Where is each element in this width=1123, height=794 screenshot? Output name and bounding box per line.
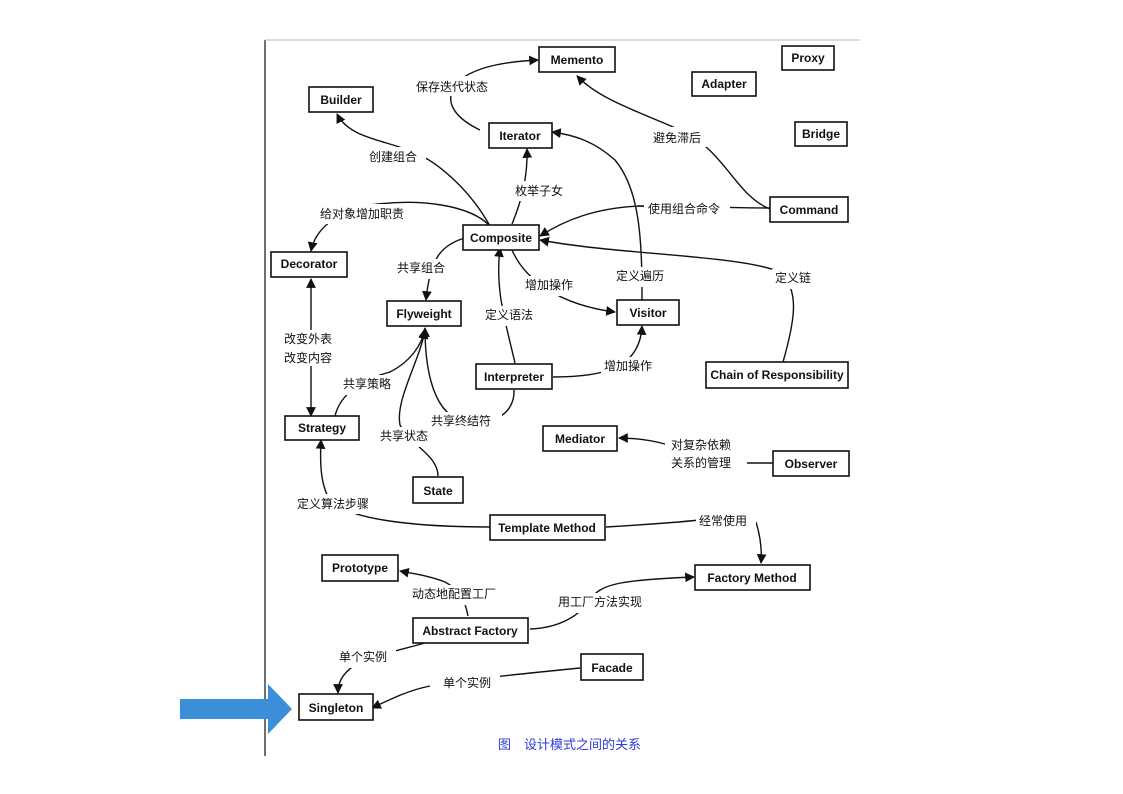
node-mediator: Mediator: [542, 425, 618, 452]
node-chain-of-responsibility: Chain of Responsibility: [705, 361, 849, 389]
node-abstract-factory: Abstract Factory: [412, 617, 529, 644]
label-change-skin-2: 改变内容: [284, 350, 332, 365]
node-command: Command: [769, 196, 849, 223]
node-strategy: Strategy: [284, 415, 360, 441]
svg-text:Factory Method: Factory Method: [707, 571, 796, 585]
label-compose-commands: 使用组合命令: [648, 201, 720, 216]
node-interpreter: Interpreter: [475, 363, 553, 390]
node-adapter: Adapter: [691, 71, 757, 97]
label-define-algorithm-steps: 定义算法步骤: [297, 496, 369, 511]
node-iterator: Iterator: [488, 122, 553, 149]
svg-text:Visitor: Visitor: [629, 306, 666, 320]
label-share-terminal: 共享终结符: [431, 413, 491, 428]
label-define-traversal: 定义遍历: [616, 268, 664, 283]
label-define-grammar: 定义语法: [485, 307, 533, 322]
svg-text:Adapter: Adapter: [701, 77, 747, 91]
label-change-skin-1: 改变外表: [284, 331, 332, 346]
edge-strategy-flyweight: [334, 328, 429, 417]
svg-text:Strategy: Strategy: [298, 421, 346, 435]
svg-text:Template Method: Template Method: [498, 521, 596, 535]
node-prototype: Prototype: [321, 554, 399, 582]
figure-caption: 图 设计模式之间的关系: [498, 737, 641, 753]
svg-text:Command: Command: [780, 203, 839, 217]
node-facade: Facade: [580, 653, 644, 681]
edge-state-flyweight: [398, 329, 439, 477]
label-share-state: 共享状态: [380, 428, 428, 443]
node-flyweight: Flyweight: [386, 300, 462, 327]
svg-text:Iterator: Iterator: [499, 129, 541, 143]
label-add-operation-2: 增加操作: [604, 358, 652, 373]
edge-observer-mediator: [619, 438, 773, 464]
node-decorator: Decorator: [270, 251, 348, 278]
svg-text:Bridge: Bridge: [802, 127, 840, 141]
edge-interpreter-composite: [494, 247, 516, 364]
highlight-arrow-icon: [180, 684, 292, 734]
svg-text:Mediator: Mediator: [555, 432, 605, 446]
svg-text:Singleton: Singleton: [309, 701, 364, 715]
label-dynamic-factory: 动态地配置工厂: [412, 587, 496, 601]
svg-text:Decorator: Decorator: [281, 257, 338, 271]
svg-text:Flyweight: Flyweight: [396, 307, 451, 321]
svg-text:Interpreter: Interpreter: [484, 370, 544, 384]
edge-template-factory-method: [605, 519, 761, 563]
svg-text:State: State: [423, 484, 453, 498]
node-memento: Memento: [538, 46, 616, 73]
node-state: State: [412, 476, 464, 504]
label-save-iteration-state: 保存迭代状态: [416, 80, 488, 94]
label-share-composite: 共享组合: [397, 260, 445, 275]
label-add-responsibility: 给对象增加职责: [320, 207, 404, 221]
svg-text:Prototype: Prototype: [332, 561, 388, 575]
label-create-composite: 创建组合: [369, 149, 417, 164]
node-factory-method: Factory Method: [694, 564, 811, 591]
svg-text:Builder: Builder: [320, 93, 362, 107]
node-builder: Builder: [308, 86, 374, 113]
edge-composite-flyweight: [422, 237, 466, 301]
label-enumerate-children: 枚举子女: [515, 183, 563, 198]
node-observer: Observer: [772, 450, 850, 477]
edge-chain-composite: [539, 236, 795, 363]
node-singleton: Singleton: [298, 693, 374, 721]
edge-labels: 保存迭代状态 避免滞后 创建组合 枚举子女 给对象增加职责 使用组合命令 共享组…: [282, 76, 818, 694]
edge-visitor-iterator: [551, 128, 643, 301]
edge-command-composite: [539, 205, 771, 237]
svg-text:Chain of Responsibility: Chain of Responsibility: [710, 368, 844, 382]
label-single-instance-1: 单个实例: [339, 649, 387, 664]
label-complex-deps-2: 关系的管理: [671, 455, 731, 470]
node-proxy: Proxy: [781, 45, 835, 71]
node-visitor: Visitor: [616, 299, 680, 326]
label-complex-deps-1: 对复杂依赖: [671, 437, 731, 452]
node-template-method: Template Method: [489, 514, 606, 541]
label-add-operation-1: 增加操作: [525, 277, 573, 292]
svg-text:Memento: Memento: [551, 53, 604, 67]
label-define-chain: 定义链: [775, 270, 811, 285]
label-often-used: 经常使用: [699, 513, 747, 528]
svg-text:Abstract Factory: Abstract Factory: [422, 624, 518, 638]
node-composite: Composite: [462, 224, 540, 251]
svg-text:Observer: Observer: [785, 457, 838, 471]
svg-text:Facade: Facade: [591, 661, 633, 675]
label-avoid-lag: 避免滞后: [653, 130, 701, 145]
node-bridge: Bridge: [794, 121, 848, 147]
svg-text:Composite: Composite: [470, 231, 532, 245]
label-via-factory-method: 用工厂方法实现: [558, 594, 642, 609]
label-share-strategy: 共享策略: [343, 376, 391, 391]
label-single-instance-2: 单个实例: [443, 675, 491, 690]
svg-text:Proxy: Proxy: [791, 51, 825, 65]
nodes: Memento Proxy Adapter Builder Iterator B…: [270, 45, 850, 721]
